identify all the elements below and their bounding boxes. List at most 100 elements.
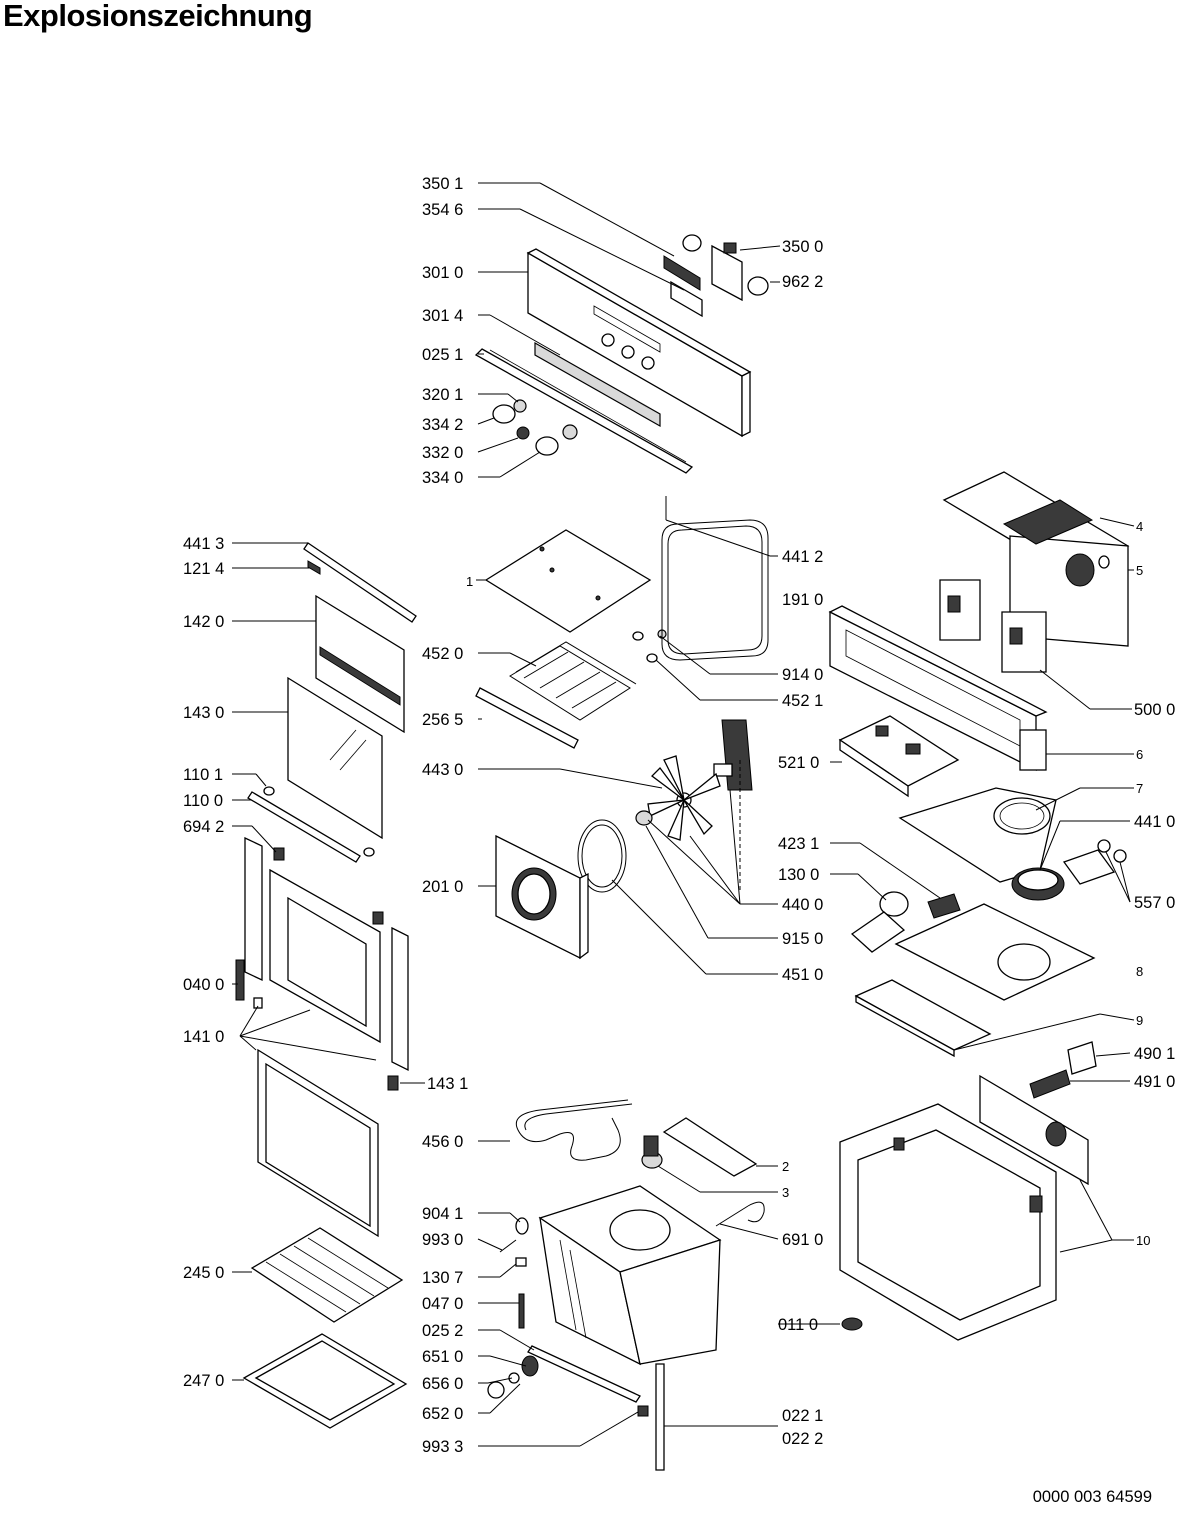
part-label: 443 0 bbox=[422, 761, 463, 779]
part-label: 441 2 bbox=[782, 548, 823, 566]
door-hinge-bar bbox=[247, 791, 361, 863]
part-label: 040 0 bbox=[183, 976, 224, 994]
base-plate bbox=[894, 903, 1096, 1001]
fan-motor bbox=[721, 719, 753, 791]
part-label: 025 2 bbox=[422, 1322, 463, 1340]
display-module bbox=[663, 255, 701, 291]
part-label: 441 3 bbox=[183, 535, 224, 553]
part-label: 025 1 bbox=[422, 346, 463, 364]
part-label: 332 0 bbox=[422, 444, 463, 462]
part-label: 521 0 bbox=[778, 754, 819, 772]
part-label: 5 bbox=[1136, 563, 1143, 578]
knob bbox=[492, 404, 516, 424]
relay-module bbox=[1001, 611, 1047, 673]
part-label: 8 bbox=[1136, 964, 1143, 979]
part-label: 452 1 bbox=[782, 692, 823, 710]
terminal-block bbox=[927, 893, 961, 919]
part-label: 962 2 bbox=[782, 273, 823, 291]
thermostat bbox=[850, 911, 906, 953]
part-label: 6 bbox=[1136, 747, 1143, 762]
part-label: 491 0 bbox=[1134, 1073, 1175, 1091]
fan-wheel bbox=[647, 755, 721, 841]
part-label: 301 0 bbox=[422, 264, 463, 282]
part-label: 915 0 bbox=[782, 930, 823, 948]
part-label: 456 0 bbox=[422, 1133, 463, 1151]
part-label: 423 1 bbox=[778, 835, 819, 853]
part-label: 656 0 bbox=[422, 1375, 463, 1393]
door-frame bbox=[244, 836, 263, 982]
part-label: 557 0 bbox=[1134, 894, 1175, 912]
rear-bracket bbox=[662, 1117, 758, 1177]
part-label: 914 0 bbox=[782, 666, 823, 684]
grill-element bbox=[509, 645, 631, 721]
part-label: 143 1 bbox=[427, 1075, 468, 1093]
part-label: 201 0 bbox=[422, 878, 463, 896]
part-label: 993 3 bbox=[422, 1438, 463, 1456]
part-label: 022 1 bbox=[782, 1407, 823, 1425]
top-cover-plate bbox=[484, 529, 652, 633]
part-label: 500 0 bbox=[1134, 701, 1175, 719]
oven-cavity-group bbox=[487, 1099, 765, 1471]
part-label: 320 1 bbox=[422, 386, 463, 404]
part-label: 452 0 bbox=[422, 645, 463, 663]
document-number: 0000 003 64599 bbox=[1032, 1488, 1152, 1506]
side-rail bbox=[655, 1363, 665, 1471]
wire-shelf bbox=[250, 1227, 404, 1323]
part-label: 1 bbox=[466, 574, 473, 589]
upper-heating-group bbox=[475, 496, 771, 960]
part-label: 7 bbox=[1136, 781, 1143, 796]
part-label: 022 2 bbox=[782, 1430, 823, 1448]
rear-panel bbox=[979, 1074, 1089, 1186]
part-label: 110 0 bbox=[183, 792, 223, 810]
part-label: 651 0 bbox=[422, 1348, 463, 1366]
part-label: 691 0 bbox=[782, 1231, 823, 1249]
part-label: 142 0 bbox=[183, 613, 224, 631]
part-label: 904 1 bbox=[422, 1205, 463, 1223]
part-label: 110 1 bbox=[183, 766, 223, 784]
knob bbox=[535, 436, 559, 456]
part-label: 301 4 bbox=[422, 307, 463, 325]
part-label: 354 6 bbox=[422, 201, 463, 219]
part-label: 694 2 bbox=[183, 818, 224, 836]
part-label: 652 0 bbox=[422, 1405, 463, 1423]
part-label: 191 0 bbox=[782, 591, 823, 609]
heater-shield bbox=[475, 687, 579, 749]
electronics-group bbox=[828, 471, 1130, 1099]
oven-door-seal bbox=[661, 519, 769, 661]
leader-lines bbox=[232, 182, 1135, 1447]
knob bbox=[521, 1355, 539, 1377]
control-panel-rail bbox=[474, 348, 694, 474]
part-label: 350 1 bbox=[422, 175, 463, 193]
part-label: 141 0 bbox=[183, 1028, 224, 1046]
part-label: 4 bbox=[1136, 519, 1143, 534]
page-title: Explosionszeichnung bbox=[3, 0, 313, 33]
connector-block bbox=[1067, 1041, 1097, 1075]
part-label: 121 4 bbox=[183, 560, 224, 578]
part-label: 441 0 bbox=[1134, 813, 1175, 831]
part-label: 3 bbox=[782, 1185, 789, 1200]
part-labels: 350 1 354 6 301 0 301 4 025 1 320 1 334 … bbox=[183, 175, 1175, 1456]
housing-group bbox=[839, 1074, 1089, 1341]
part-label: 451 0 bbox=[782, 966, 823, 984]
part-label: 490 1 bbox=[1134, 1045, 1175, 1063]
door-group bbox=[235, 542, 417, 1429]
part-label: 334 2 bbox=[422, 416, 463, 434]
door-top-profile bbox=[303, 542, 417, 623]
part-label: 130 0 bbox=[778, 866, 819, 884]
control-board bbox=[838, 715, 960, 787]
part-label: 047 0 bbox=[422, 1295, 463, 1313]
control-panel-strip bbox=[534, 341, 661, 428]
timer-module bbox=[711, 244, 743, 302]
part-label: 10 bbox=[1136, 1233, 1150, 1248]
control-panel-group bbox=[474, 234, 769, 474]
door-outer-glass bbox=[315, 594, 405, 734]
part-label: 256 5 bbox=[422, 711, 463, 729]
part-label: 011 0 bbox=[778, 1316, 818, 1334]
lower-heating-element bbox=[515, 1099, 629, 1161]
part-label: 247 0 bbox=[183, 1372, 224, 1390]
part-label: 350 0 bbox=[782, 238, 823, 256]
part-label: 9 bbox=[1136, 1013, 1143, 1028]
housing-foot bbox=[841, 1317, 863, 1331]
door-inner-glass bbox=[287, 676, 383, 840]
part-label: 440 0 bbox=[782, 896, 823, 914]
